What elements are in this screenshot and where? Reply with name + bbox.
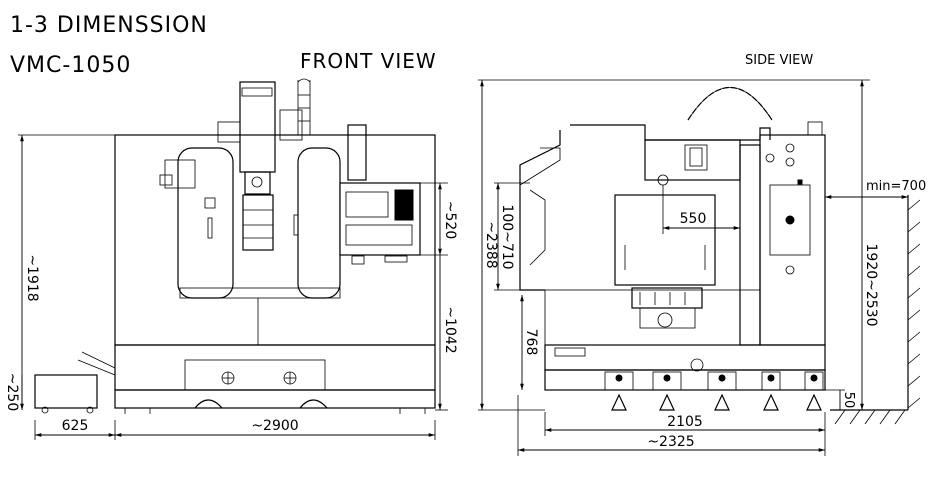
dim-tank-width: 625 bbox=[62, 418, 89, 434]
front-view-dimensions: ~1918 ~520 ~1042 ~250 625 ~2900 bbox=[4, 134, 458, 440]
dim-total-height: ~1918 bbox=[24, 254, 40, 301]
dim-base-length: 2105 bbox=[667, 414, 703, 430]
dim-total-width: ~2900 bbox=[251, 418, 298, 434]
dim-foot-height: 50 bbox=[841, 392, 856, 409]
dim-depth-total: ~2388 bbox=[483, 221, 499, 268]
dim-z-travel: 100~710 bbox=[499, 204, 515, 269]
model-name: VMC-1050 bbox=[10, 53, 131, 78]
dim-table-height: ~1042 bbox=[442, 306, 458, 353]
front-view-machine bbox=[34, 78, 436, 414]
dim-panel-height: ~520 bbox=[442, 201, 458, 239]
dim-tank-height: ~250 bbox=[4, 373, 20, 411]
dim-height-range: 1920~2530 bbox=[863, 244, 879, 327]
dim-y-travel: 550 bbox=[680, 211, 707, 227]
dim-clearance: min=700 bbox=[866, 179, 926, 194]
section-title: 1-3 DIMENSSION bbox=[10, 13, 208, 38]
side-view-machine bbox=[519, 86, 921, 425]
dim-table-height-side: 768 bbox=[523, 329, 539, 356]
front-view-title: FRONT VIEW bbox=[300, 49, 437, 73]
side-view-title: SIDE VIEW bbox=[745, 53, 813, 68]
side-view-dimensions: ~2388 100~710 550 768 1920~2530 min=700 … bbox=[478, 79, 926, 456]
dim-total-length: ~2325 bbox=[647, 434, 694, 450]
